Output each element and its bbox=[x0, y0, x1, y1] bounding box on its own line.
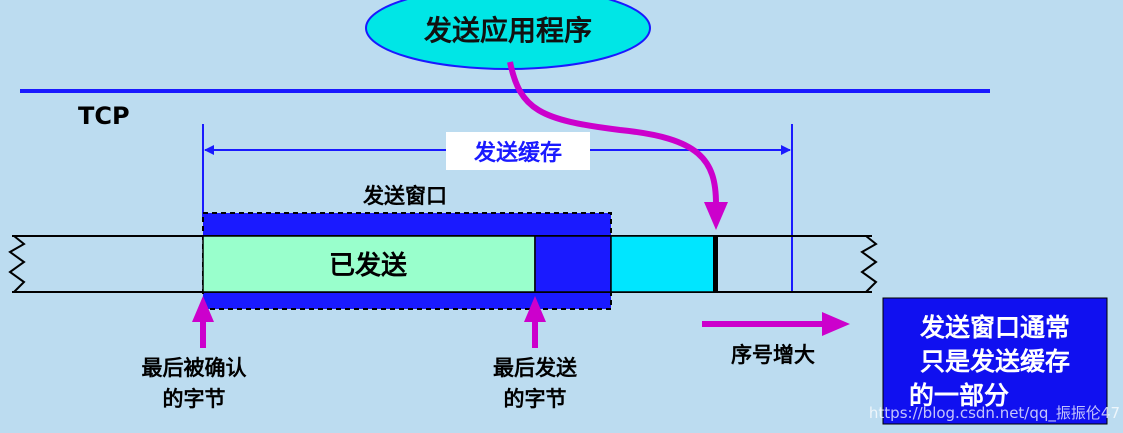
seq-increase-arrowhead bbox=[822, 312, 850, 336]
unsent-window-segment bbox=[534, 235, 612, 293]
note-box bbox=[882, 297, 1108, 425]
last-sent-line1: 最后发送 bbox=[493, 356, 578, 380]
tcp-label: TCP bbox=[78, 102, 130, 130]
write-pointer-mark bbox=[713, 236, 718, 292]
last-sent-line2: 的字节 bbox=[504, 387, 567, 411]
watermark: https://blog.csdn.net/qq_振振伦47 bbox=[869, 404, 1120, 423]
app-to-buffer-arrow bbox=[507, 61, 719, 205]
last-acked-line1: 最后被确认 bbox=[142, 356, 247, 380]
buffer-label-bg bbox=[446, 132, 590, 170]
last-acked-arrowhead bbox=[192, 296, 214, 322]
app-ellipse bbox=[365, 0, 651, 70]
buffered-segment bbox=[610, 235, 715, 293]
window-label: 发送窗口 bbox=[362, 184, 447, 208]
right-break-mark bbox=[860, 235, 878, 293]
note-line3: 的一部分 bbox=[909, 381, 1009, 410]
sent-label: 已发送 bbox=[329, 250, 407, 281]
last-acked-line2: 的字节 bbox=[163, 387, 226, 411]
seq-increase-label: 序号增大 bbox=[731, 343, 815, 367]
last-sent-arrowhead bbox=[524, 296, 546, 322]
buffer-label: 发送缓存 bbox=[473, 140, 562, 166]
note-line1: 发送窗口通常 bbox=[919, 313, 1070, 342]
note-line2: 只是发送缓存 bbox=[920, 347, 1070, 376]
app-to-buffer-arrowhead bbox=[704, 202, 728, 230]
app-label: 发送应用程序 bbox=[423, 14, 592, 47]
left-break-mark bbox=[8, 235, 26, 293]
